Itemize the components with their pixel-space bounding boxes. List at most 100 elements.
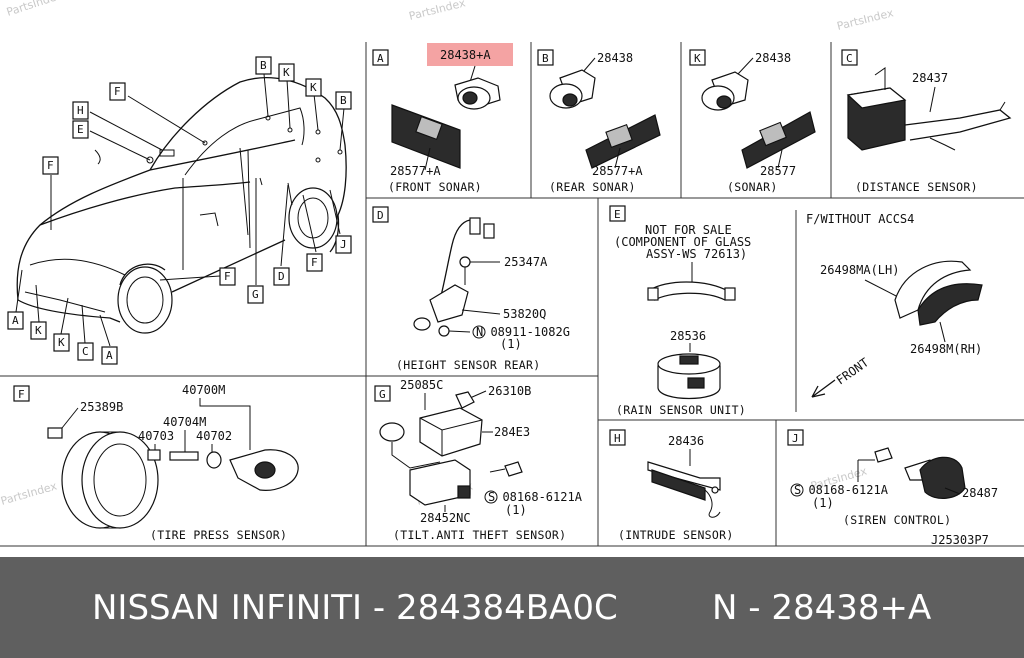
callout-b: B: [255, 56, 272, 75]
panel-front-sonar: A 28438+A 28577+A (FRONT SONAR): [372, 43, 513, 194]
part-number[interactable]: 25347A: [504, 255, 548, 269]
panel-tire-press-sensor: F 40700M 25389B 40704M 40703 40702 (TIRE…: [13, 383, 299, 542]
footer-part-number: NISSAN INFINITI - 284384BA0C: [92, 587, 618, 628]
svg-text:E: E: [614, 208, 621, 221]
panel-caption: (TILT.ANTI THEFT SENSOR): [393, 528, 566, 542]
watermark: PartsIndex: [0, 479, 59, 508]
callout-a: A: [101, 346, 118, 365]
panel-without-accs4: F/WITHOUT ACCS4 26498MA(LH) 26498M(RH) F…: [806, 212, 983, 398]
part-number[interactable]: 40704M: [163, 415, 206, 429]
part-number[interactable]: 26498MA(LH): [820, 263, 899, 277]
overview-callouts: B K K B F H E F J F D G F A K K C A: [7, 56, 352, 365]
panel-letter-a: A: [372, 49, 389, 66]
panel-letter-e: E: [609, 205, 626, 222]
part-quantity: (1): [812, 496, 834, 510]
svg-text:C: C: [846, 52, 853, 65]
callout-f: F: [42, 156, 59, 175]
panel-caption: (TIRE PRESS SENSOR): [150, 528, 287, 542]
part-number[interactable]: 284E3: [494, 425, 530, 439]
svg-text:K: K: [58, 336, 65, 349]
watermark: PartsIndex: [5, 0, 64, 19]
footer-bar: NISSAN INFINITI - 284384BA0C N - 28438+A: [0, 557, 1024, 658]
note-text: ASSY-WS 72613): [646, 247, 747, 261]
svg-text:K: K: [35, 324, 42, 337]
svg-text:H: H: [77, 104, 84, 117]
svg-text:B: B: [260, 59, 267, 72]
svg-text:G: G: [379, 388, 386, 401]
svg-text:A: A: [12, 314, 19, 327]
part-number[interactable]: 28577: [760, 164, 796, 178]
panel-caption: (FRONT SONAR): [388, 180, 482, 194]
callout-j: J: [335, 235, 352, 254]
panel-letter-h: H: [609, 429, 626, 446]
diagram-code: J25303P7: [931, 533, 989, 547]
svg-text:K: K: [694, 52, 701, 65]
svg-text:F: F: [114, 85, 121, 98]
svg-text:F: F: [47, 159, 54, 172]
panel-siren-control: J S 08168-6121A (1) 28487 (SIREN CONTROL…: [787, 429, 998, 527]
part-number[interactable]: 28436: [668, 434, 704, 448]
part-number[interactable]: S 08168-6121A: [488, 490, 583, 504]
panel-rain-sensor: E NOT FOR SALE (COMPONENT OF GLASS ASSY-…: [609, 205, 751, 417]
svg-text:K: K: [283, 66, 290, 79]
svg-text:D: D: [377, 209, 384, 222]
part-number[interactable]: 25389B: [80, 400, 123, 414]
panel-intrude-sensor: H 28436 (INTRUDE SENSOR): [609, 429, 734, 542]
panel-caption: (SONAR): [727, 180, 778, 194]
part-number[interactable]: 28577+A: [390, 164, 441, 178]
panel-letter-f: F: [13, 385, 30, 402]
part-number[interactable]: 40702: [196, 429, 232, 443]
svg-text:K: K: [310, 81, 317, 94]
footer-reference: N - 28438+A: [712, 587, 932, 628]
svg-text:C: C: [82, 345, 89, 358]
svg-text:D: D: [278, 270, 285, 283]
part-number[interactable]: S 08168-6121A: [794, 483, 889, 497]
part-number[interactable]: 40703: [138, 429, 174, 443]
overview-leaders: [15, 73, 345, 347]
panel-anti-theft-sensor: G 25085C 26310B 284E3 S 08168-6121A (1) …: [374, 378, 583, 542]
panel-grid: [0, 42, 1024, 547]
part-number[interactable]: 26498M(RH): [910, 342, 982, 356]
part-number[interactable]: N 08911-1082G: [476, 325, 570, 339]
callout-k: K: [53, 333, 70, 352]
part-number[interactable]: 28452NC: [420, 511, 471, 525]
panel-letter-j: J: [787, 429, 804, 446]
panel-distance-sensor: C 28437 (DISTANCE SENSOR): [841, 49, 1012, 194]
part-number[interactable]: 53820Q: [503, 307, 546, 321]
part-number[interactable]: 25085C: [400, 378, 443, 392]
part-number[interactable]: 28438+A: [440, 48, 491, 62]
part-number[interactable]: 28536: [670, 329, 706, 343]
note-text: (COMPONENT OF GLASS: [614, 235, 751, 249]
svg-text:F: F: [18, 388, 25, 401]
panel-sonar: K 28438 28577 (SONAR): [689, 49, 816, 194]
part-number[interactable]: 26310B: [488, 384, 531, 398]
note-text: NOT FOR SALE: [645, 223, 732, 237]
part-number[interactable]: 28437: [912, 71, 948, 85]
svg-text:F: F: [224, 270, 231, 283]
svg-text:E: E: [77, 123, 84, 136]
part-quantity: (1): [505, 503, 527, 517]
part-quantity: (1): [500, 337, 522, 351]
callout-h: H: [72, 101, 89, 120]
part-number[interactable]: 28487: [962, 486, 998, 500]
part-number[interactable]: 28577+A: [592, 164, 643, 178]
panel-caption: (REAR SONAR): [549, 180, 636, 194]
callout-f: F: [306, 253, 323, 272]
part-number[interactable]: 28438: [755, 51, 791, 65]
panel-caption: (SIREN CONTROL): [843, 513, 951, 527]
note-text: F/WITHOUT ACCS4: [806, 212, 914, 226]
watermark: PartsIndex: [408, 0, 468, 23]
panel-letter-d: D: [372, 206, 389, 223]
watermark: PartsIndex: [836, 6, 896, 33]
panel-caption: (INTRUDE SENSOR): [618, 528, 734, 542]
panel-caption: (RAIN SENSOR UNIT): [616, 403, 746, 417]
panel-letter-k: K: [689, 49, 706, 66]
part-number[interactable]: 40700M: [182, 383, 225, 397]
part-number-highlight: [427, 43, 513, 66]
svg-text:B: B: [340, 94, 347, 107]
panel-height-sensor: D 25347A 53820Q N 08911-1082G (1) (HEIGH…: [372, 206, 570, 372]
panel-caption: (HEIGHT SENSOR REAR): [396, 358, 540, 372]
vehicle-overview: [16, 76, 347, 334]
part-number[interactable]: 28438: [597, 51, 633, 65]
svg-text:G: G: [252, 288, 259, 301]
